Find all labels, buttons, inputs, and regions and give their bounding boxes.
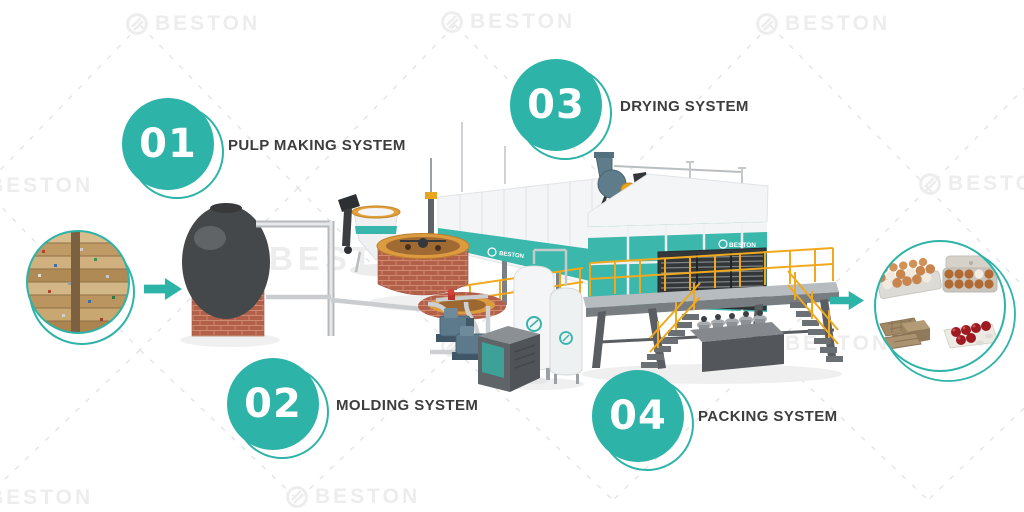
- finished-trays-image: [874, 240, 1016, 382]
- beston-logo-icon: [126, 13, 148, 35]
- watermark: BESTON: [0, 174, 93, 198]
- platform-stairs-left: [641, 282, 701, 368]
- platform-stairs-right: [787, 270, 843, 362]
- beston-logo-icon: [919, 173, 941, 195]
- finished-products-photo: [868, 236, 1024, 392]
- step-02-number: 02: [244, 381, 302, 427]
- standpipe: [425, 158, 437, 254]
- svg-text:BESTON: BESTON: [499, 251, 524, 260]
- step-03-label: DRYING SYSTEM: [620, 98, 749, 115]
- watermark-text: BESTON: [155, 12, 261, 35]
- beston-logo-icon: [756, 13, 778, 35]
- pulp-pool-small: [418, 288, 506, 320]
- control-cabinet: [478, 326, 540, 392]
- step-01-number: 01: [139, 121, 197, 167]
- step-04-label: PACKING SYSTEM: [698, 408, 838, 425]
- svg-text:BESTON: BESTON: [729, 242, 756, 249]
- step-01-label: PULP MAKING SYSTEM: [228, 137, 406, 154]
- beston-logo-icon: [441, 11, 463, 33]
- step-02-label: MOLDING SYSTEM: [336, 397, 479, 414]
- mold-conveyor-bin: [690, 310, 784, 372]
- tunnel-logo: BESTON: [487, 247, 524, 260]
- step-01-marker: 01: [122, 98, 224, 199]
- step-03-number: 03: [527, 82, 585, 128]
- beston-logo-icon: [286, 486, 308, 508]
- raw-material-photo: [24, 230, 140, 350]
- step-02-marker: 02: [227, 358, 329, 459]
- watermark: BESTON: [918, 172, 1024, 196]
- waste-paper-bales-image: [26, 230, 135, 345]
- watermark: BESTON: [285, 485, 420, 509]
- watermark: BESTON: [125, 12, 260, 36]
- watermark: BESTON: [0, 486, 93, 510]
- pulp-pool-large: [376, 233, 470, 296]
- step-04-number: 04: [609, 393, 667, 439]
- kraft-pulp-trays: [879, 317, 930, 350]
- pulp-cooker-tank: [182, 203, 270, 337]
- step-03-marker: 03: [510, 59, 612, 160]
- watermark-text: BESTON: [785, 332, 891, 355]
- watermark-text: BESTON: [0, 174, 94, 197]
- watermark-text: BESTON: [948, 172, 1024, 195]
- watermark: BESTON: [755, 12, 890, 36]
- housing-logo: BESTON: [718, 239, 756, 249]
- watermark: BESTON: [440, 10, 575, 34]
- watermark-text: BESTON: [785, 12, 891, 35]
- watermark-text: BESTON: [0, 486, 94, 509]
- watermark-text: BESTON: [315, 485, 421, 508]
- egg-carton: [942, 255, 998, 293]
- watermark-text: BESTON: [470, 10, 576, 33]
- step-04-marker: 04: [592, 370, 694, 471]
